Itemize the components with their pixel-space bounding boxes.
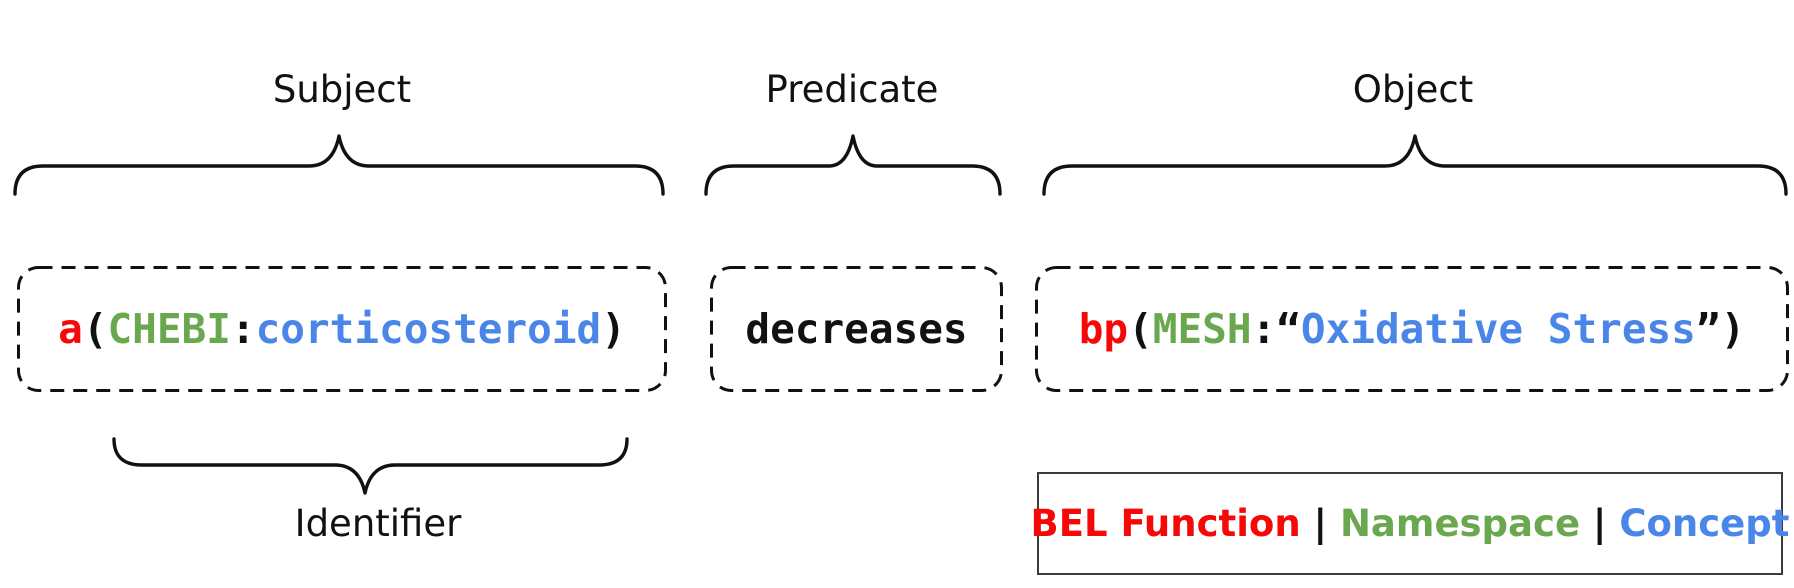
identifier-label: Identifier	[294, 502, 462, 545]
predicate-term-box: decreases	[710, 266, 1003, 392]
code-token: )	[601, 305, 626, 353]
code-token: corticosteroid	[255, 305, 602, 353]
object-term-box: bp(MESH:“Oxidative Stress”)	[1035, 266, 1789, 392]
subject-box-border	[17, 266, 667, 392]
code-token: :	[230, 305, 256, 353]
predicate-box-border	[710, 266, 1003, 392]
legend-separator: |	[1580, 502, 1620, 545]
code-token: CHEBI	[107, 305, 231, 353]
code-token: bp	[1078, 305, 1129, 353]
predicate-label: Predicate	[765, 68, 939, 111]
code-token: )	[1720, 305, 1746, 353]
legend-item: BEL Function	[1030, 502, 1301, 545]
code-token: decreases	[745, 305, 968, 353]
code-token: “	[1276, 305, 1301, 353]
code-token: a	[58, 305, 83, 353]
legend-item: Concept	[1619, 502, 1790, 545]
predicate-code: decreases	[745, 305, 967, 353]
object-brace	[1042, 134, 1788, 196]
subject-term-box: a(CHEBI:corticosteroid)	[17, 266, 667, 392]
object-box-border	[1035, 266, 1789, 392]
object-label: Object	[1352, 68, 1474, 111]
code-token: (	[82, 305, 108, 353]
legend-separator: |	[1300, 502, 1340, 545]
subject-code: a(CHEBI:corticosteroid)	[58, 305, 626, 353]
code-token: Oxidative Stress	[1300, 305, 1696, 353]
code-token: :	[1251, 305, 1277, 353]
object-code: bp(MESH:“Oxidative Stress”)	[1079, 305, 1746, 353]
code-token: ”	[1695, 305, 1721, 353]
code-token: (	[1128, 305, 1153, 353]
predicate-brace	[704, 134, 1002, 196]
subject-label: Subject	[272, 68, 412, 111]
subject-brace	[13, 134, 665, 196]
identifier-brace	[112, 437, 629, 495]
legend-item: Namespace	[1339, 502, 1581, 545]
color-legend: BEL Function | Namespace | Concept	[1031, 472, 1789, 575]
code-token: MESH	[1152, 305, 1252, 353]
